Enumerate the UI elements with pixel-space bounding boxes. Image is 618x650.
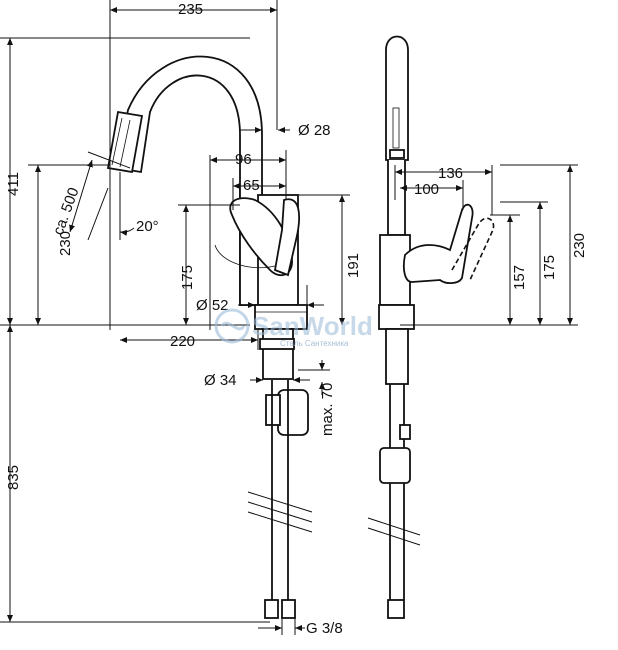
front-view [106, 55, 313, 619]
side-lever-alt-position [451, 217, 495, 281]
dim-max-thickness: max. 70 [319, 383, 336, 436]
dim-shank-diameter: Ø 34 [204, 372, 237, 389]
side-lever [402, 203, 474, 285]
mounting-shank [262, 328, 294, 380]
dim-side-lever-height: 157 [511, 265, 528, 290]
watermark-brand: SanWorld [252, 311, 373, 341]
dim-side-lever-inner: 100 [414, 181, 439, 198]
dim-overall-reach: 235 [178, 1, 203, 18]
hose-fitting-left [264, 599, 279, 619]
mounting-nut [259, 338, 295, 350]
dim-lever-offset-inner: 65 [243, 177, 260, 194]
dim-lever-top: 191 [345, 253, 362, 278]
dim-hose-length: 835 [5, 465, 22, 490]
dim-side-height-175: 175 [541, 255, 558, 280]
dim-spout-height: 230 [57, 231, 74, 256]
dim-spray-angle: 20° [136, 218, 159, 235]
side-view-dimensions: 136 100 157 175 230 [394, 164, 588, 326]
side-mounting-shank [385, 328, 409, 385]
dim-side-lever-reach: 136 [438, 165, 463, 182]
side-hose-fitting [387, 599, 405, 619]
watermark: SanWorld Сталь Сантехника [214, 308, 373, 348]
watermark-logo-icon [214, 308, 250, 344]
dim-spout-reach: 220 [170, 333, 195, 350]
mounting-block [277, 389, 309, 436]
dim-side-spout-height: 230 [571, 233, 588, 258]
dim-base-diameter: Ø 52 [196, 297, 229, 314]
dim-spray-extension: ca. 500 [50, 185, 83, 237]
lever-front [273, 198, 300, 277]
dim-lever-height: 175 [179, 265, 196, 290]
dim-total-height: 411 [5, 172, 22, 196]
dim-lever-offset: 96 [235, 151, 252, 168]
front-view-dimensions: 235 Ø 28 96 65 411 ca. 500 230 20° [0, 0, 362, 637]
side-view [367, 35, 495, 619]
side-weight-block [379, 447, 411, 484]
dim-spout-diameter: Ø 28 [298, 122, 331, 139]
side-spout-neck [387, 160, 406, 236]
hose-fitting-right [281, 599, 296, 619]
dim-connection: G 3/8 [306, 620, 343, 637]
watermark-tagline: Сталь Сантехника [280, 339, 349, 348]
side-spray-head [385, 35, 409, 161]
